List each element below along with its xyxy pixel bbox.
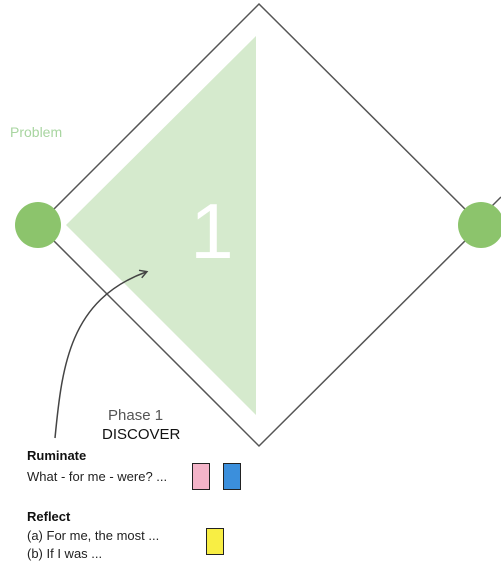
- reflect-line-a: (a) For me, the most ...: [27, 528, 160, 543]
- blue-sticky-note[interactable]: [223, 463, 241, 490]
- problem-label: Problem: [10, 124, 63, 140]
- discover-triangle: [66, 36, 256, 415]
- end-node: [458, 202, 501, 248]
- phase-label: Phase 1: [108, 407, 164, 424]
- ruminate-heading: Ruminate: [27, 448, 87, 463]
- pointer-arrow: [54, 269, 149, 439]
- phase-diamond: [36, 2, 483, 448]
- phase-name: DISCOVER: [102, 426, 181, 443]
- pink-sticky-note[interactable]: [192, 463, 210, 490]
- yellow-sticky-note[interactable]: [206, 528, 224, 555]
- ruminate-text: What - for me - were? ...: [27, 469, 168, 484]
- start-node: [15, 202, 61, 248]
- phase-number: 1: [190, 187, 233, 275]
- reflect-heading: Reflect: [27, 509, 71, 524]
- reflect-line-b: (b) If I was ...: [27, 546, 103, 561]
